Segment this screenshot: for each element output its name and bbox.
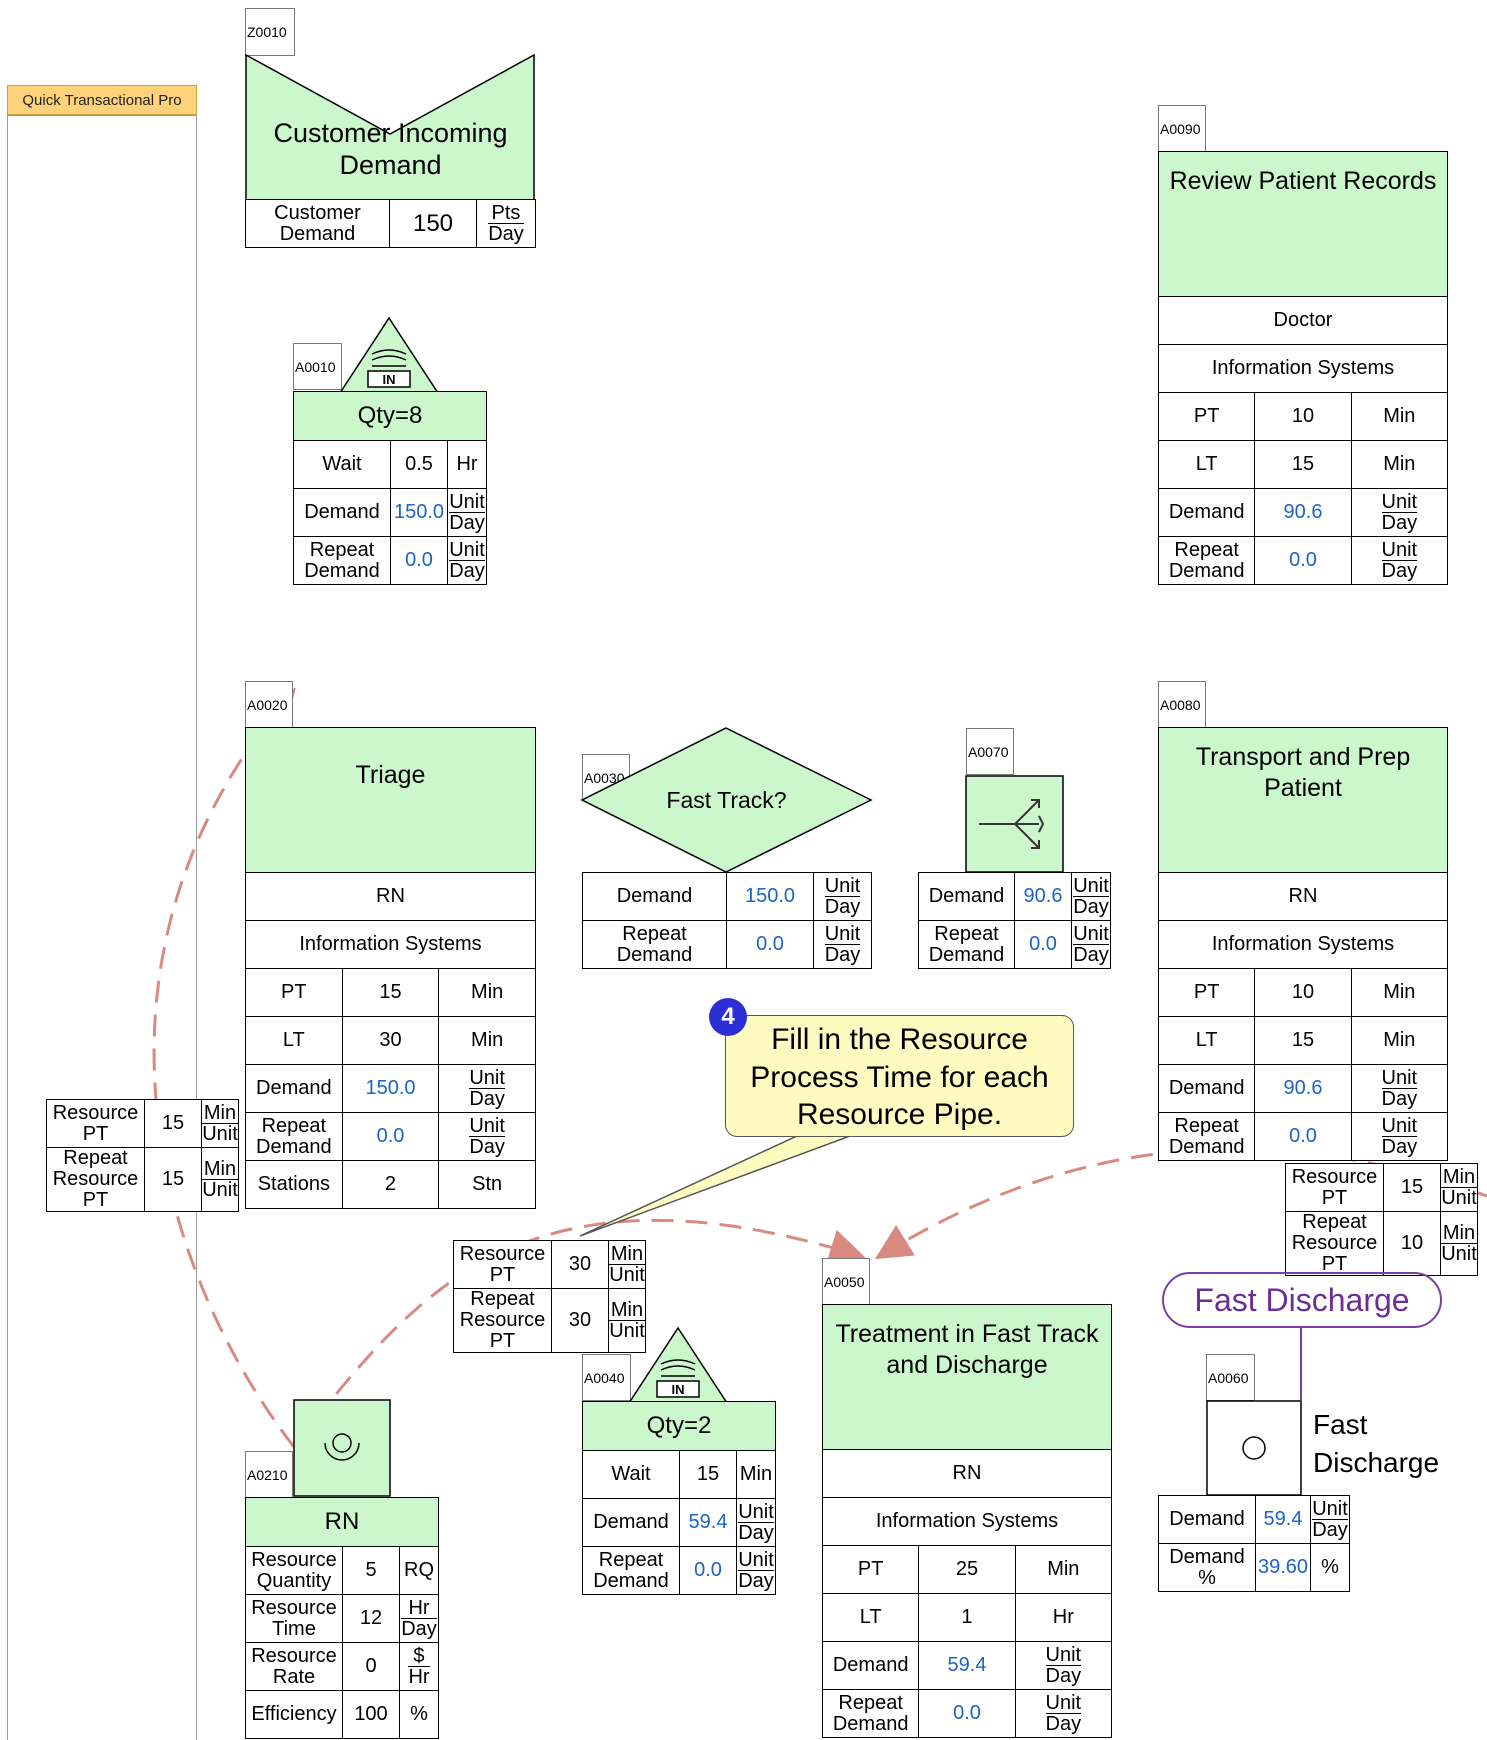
- node-id-label: A0010: [293, 343, 342, 390]
- inventory-qty[interactable]: Qty=8: [293, 391, 487, 441]
- link-resource-to-triage: [152, 687, 296, 1448]
- treatment-title[interactable]: Treatment in Fast Track and Discharge: [822, 1304, 1112, 1450]
- wait-value: 0.5: [390, 440, 448, 489]
- system-label: Information Systems: [1158, 344, 1448, 393]
- split-icon[interactable]: [965, 775, 1064, 873]
- callout-pointer: [579, 1135, 851, 1237]
- customer-demand-title: Customer Incoming Demand: [273, 118, 508, 180]
- resource-rn-title[interactable]: RN: [245, 1497, 439, 1547]
- unit-numerator: Pts: [488, 203, 524, 224]
- instruction-callout: Fill in the Resource Process Time for ea…: [725, 1015, 1074, 1137]
- demand-label: Demand: [293, 488, 391, 537]
- wait-unit: Hr: [447, 440, 487, 489]
- customer-demand-label: Customer Demand: [245, 199, 390, 248]
- inventory-in-label: IN: [382, 372, 396, 387]
- node-id-label: A0020: [245, 681, 293, 728]
- node-id-label: Z0010: [245, 8, 295, 56]
- node-id-label: A0050: [822, 1258, 870, 1305]
- node-id-label: A0080: [1158, 681, 1206, 728]
- node-id-label: A0210: [245, 1451, 293, 1498]
- unit-denominator: Day: [488, 222, 524, 245]
- wait-label: Wait: [293, 440, 391, 489]
- repeat-demand-value: 0.0: [390, 536, 448, 585]
- node-id-label: A0060: [1206, 1354, 1255, 1401]
- callout-text: Fill in the Resource Process Time for ea…: [750, 1023, 1049, 1131]
- fast-track-title: Fast Track?: [666, 787, 787, 813]
- inventory-in-label: IN: [671, 1382, 685, 1397]
- customer-demand-value: 150: [389, 199, 477, 248]
- fast-discharge-pill[interactable]: Fast Discharge: [1162, 1272, 1442, 1328]
- demand-value: 150.0: [390, 488, 448, 537]
- node-id-label: A0070: [966, 728, 1014, 775]
- sidebar-tab-quick-transactional-pro[interactable]: Quick Transactional Pro: [7, 85, 197, 115]
- inventory-qty[interactable]: Qty=2: [582, 1401, 776, 1451]
- node-id-label: A0040: [582, 1354, 631, 1401]
- node-id-label: A0090: [1158, 105, 1206, 152]
- discharge-end-icon[interactable]: [1206, 1400, 1302, 1496]
- triage-title[interactable]: Triage: [245, 727, 536, 873]
- step-number-badge: 4: [709, 998, 747, 1036]
- sidebar-panel: [7, 115, 197, 1740]
- inventory-triangle-icon[interactable]: [338, 316, 440, 394]
- resource-label: Doctor: [1158, 296, 1448, 345]
- review-patient-title[interactable]: Review Patient Records: [1158, 151, 1448, 297]
- discharge-name: Fast Discharge: [1313, 1409, 1440, 1478]
- transport-title[interactable]: Transport and Prep Patient: [1158, 727, 1448, 873]
- customer-demand-shape[interactable]: [245, 54, 536, 202]
- repeat-demand-label: Repeat Demand: [293, 536, 391, 585]
- resource-pipe-icon[interactable]: [293, 1399, 391, 1497]
